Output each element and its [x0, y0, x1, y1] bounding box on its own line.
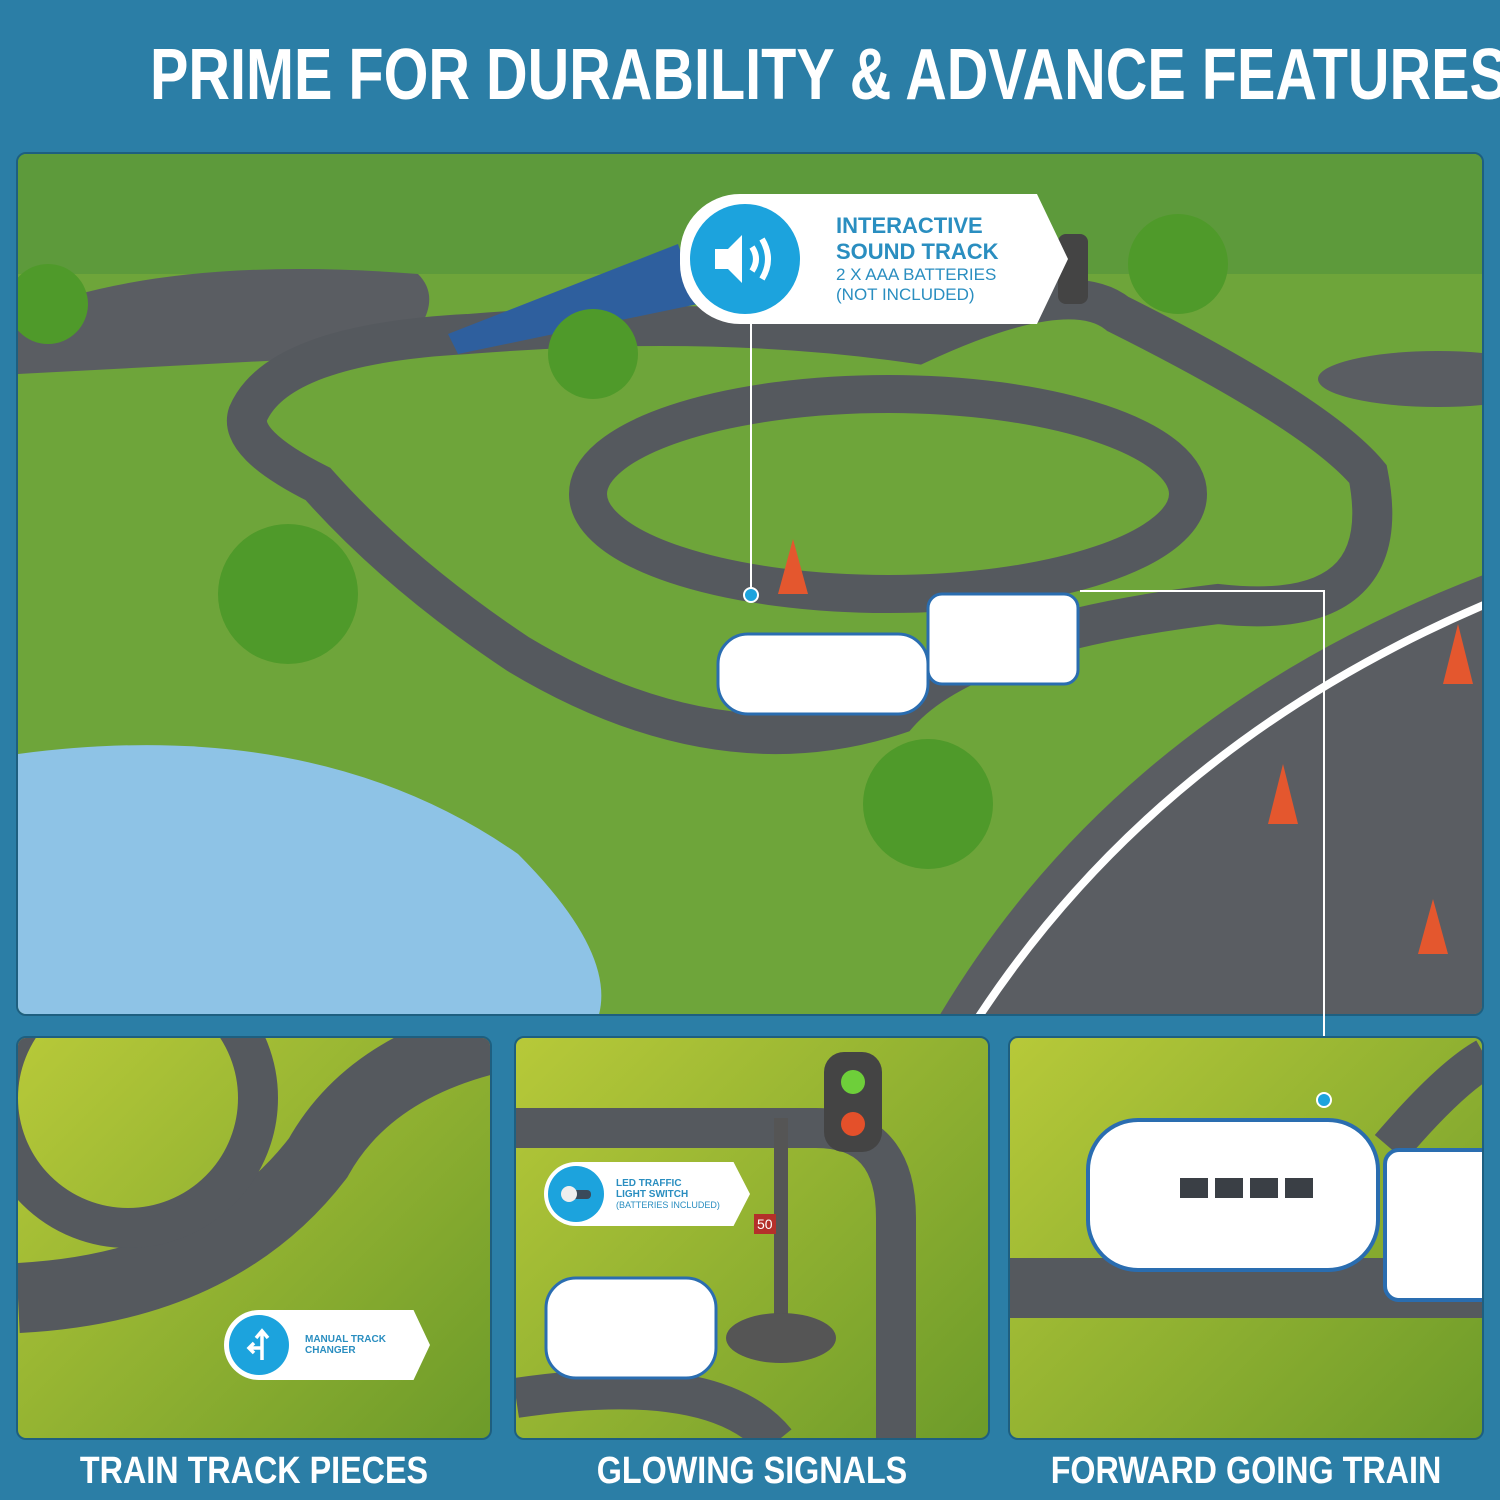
- train: [544, 1276, 718, 1380]
- traffic-light: [824, 1052, 882, 1152]
- panel-track-pieces: MANUAL TRACK CHANGER: [16, 1036, 492, 1440]
- speed-sign: 50: [754, 1214, 776, 1234]
- road: [940, 575, 1482, 1014]
- callout-title: SOUND TRACK: [836, 239, 999, 264]
- toggle-switch-icon: [548, 1166, 604, 1222]
- trees: [18, 214, 1228, 869]
- track-changer-callout: MANUAL TRACK CHANGER: [224, 1310, 430, 1380]
- train: [716, 592, 1080, 716]
- panel-glowing-signals: 50 LED TRAFFIC LIGHT SWITCH (BATTERIES I…: [514, 1036, 990, 1440]
- train-track: [226, 279, 1393, 754]
- leader-line: [1323, 590, 1325, 1095]
- callout-label: MANUAL TRACK: [305, 1334, 386, 1345]
- bridge: [448, 244, 698, 354]
- traffic-light: [1058, 234, 1088, 304]
- caption-track-pieces: TRAIN TRACK PIECES: [79, 1450, 429, 1492]
- caption-forward-train: FORWARD GOING TRAIN: [1050, 1450, 1442, 1492]
- callout-leader: [750, 324, 752, 589]
- callout-subtitle: (NOT INCLUDED): [836, 285, 975, 304]
- caption-glowing-signals: GLOWING SIGNALS: [596, 1450, 908, 1492]
- callout-label: LIGHT SWITCH: [616, 1189, 689, 1200]
- leader-dot: [1316, 1092, 1332, 1108]
- speaker-icon: [690, 204, 800, 314]
- panel-forward-train: [1008, 1036, 1484, 1440]
- page-title: PRIME FOR DURABILITY & ADVANCE FEATURES: [150, 35, 1500, 115]
- callout-dot: [743, 587, 759, 603]
- led-switch-callout: LED TRAFFIC LIGHT SWITCH (BATTERIES INCL…: [544, 1162, 750, 1226]
- track-switch-arrow-icon: [229, 1315, 289, 1375]
- callout-title: INTERACTIVE: [836, 213, 983, 238]
- sound-track-callout: INTERACTIVE SOUND TRACK 2 X AAA BATTERIE…: [680, 194, 1068, 324]
- callout-label: CHANGER: [305, 1345, 356, 1356]
- leader-line: [1080, 590, 1325, 592]
- callout-subtitle: 2 X AAA BATTERIES: [836, 265, 997, 284]
- callout-label: LED TRAFFIC: [616, 1178, 682, 1189]
- traffic-cones: [778, 539, 1473, 954]
- callout-subtitle: (BATTERIES INCLUDED): [616, 1200, 720, 1210]
- play-set-illustration: [18, 154, 1482, 1014]
- lake: [18, 745, 602, 1014]
- main-scene: INTERACTIVE SOUND TRACK 2 X AAA BATTERIE…: [16, 152, 1484, 1016]
